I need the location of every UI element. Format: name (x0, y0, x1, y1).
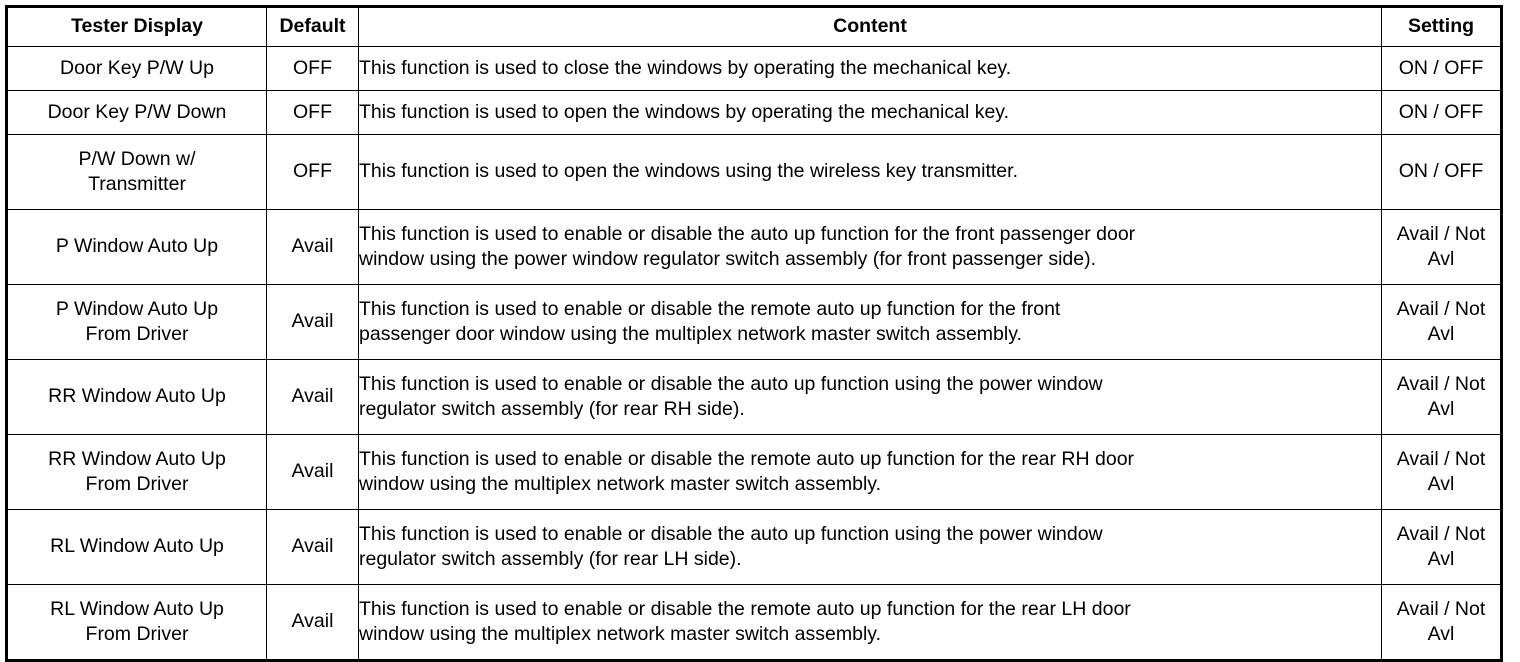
setting-line-2: Avl (1427, 248, 1455, 270)
display-line-1: RL Window Auto Up (50, 597, 224, 620)
cell-tester-display: P Window Auto Up From Driver (5, 284, 267, 360)
setting-line-1: Avail / Not (1396, 297, 1486, 320)
display-line-2: Transmitter (88, 173, 186, 195)
setting-line-2: Avl (1427, 623, 1455, 645)
cell-content: This function is used to enable or disab… (358, 434, 1382, 510)
cell-tester-display: P/W Down w/ Transmitter (5, 134, 267, 210)
content-line-2: window using the multiplex network maste… (359, 623, 882, 645)
setting-line-1: Avail / Not (1396, 222, 1486, 245)
parameter-settings-table: Tester Display Default Content Setting D… (5, 5, 1503, 662)
display-line-1: P Window Auto Up (55, 297, 219, 320)
table-row: P/W Down w/ Transmitter OFF This functio… (5, 134, 1503, 210)
content-line-2: regulator switch assembly (for rear RH s… (359, 398, 745, 420)
cell-setting: Avail / Not Avl (1381, 434, 1503, 510)
cell-setting: ON / OFF (1381, 90, 1503, 135)
table-row: Door Key P/W Down OFF This function is u… (5, 90, 1503, 135)
cell-content: This function is used to enable or disab… (358, 584, 1382, 662)
content-line-2: passenger door window using the multiple… (359, 323, 1022, 345)
column-header-content: Content (358, 5, 1382, 47)
table-row: RL Window Auto Up Avail This function is… (5, 509, 1503, 585)
setting-line-1: ON / OFF (1398, 56, 1484, 79)
table-row: RR Window Auto Up Avail This function is… (5, 359, 1503, 435)
column-header-setting: Setting (1381, 5, 1503, 47)
table-row: Door Key P/W Up OFF This function is use… (5, 46, 1503, 91)
cell-tester-display: Door Key P/W Up (5, 46, 267, 91)
table-row: RR Window Auto Up From Driver Avail This… (5, 434, 1503, 510)
display-line-1: P Window Auto Up (55, 235, 219, 258)
setting-line-1: Avail / Not (1396, 597, 1486, 620)
content-line-2: window using the multiplex network maste… (359, 473, 882, 495)
display-line-1: Door Key P/W Down (47, 100, 227, 123)
column-header-tester-display: Tester Display (5, 5, 267, 47)
display-line-1: Door Key P/W Up (60, 56, 214, 79)
cell-setting: ON / OFF (1381, 46, 1503, 91)
header-row: Tester Display Default Content Setting (5, 5, 1503, 47)
cell-setting: ON / OFF (1381, 134, 1503, 210)
cell-setting: Avail / Not Avl (1381, 284, 1503, 360)
content-line-1: This function is used to enable or disab… (359, 222, 1136, 245)
cell-content: This function is used to open the window… (358, 90, 1382, 135)
cell-setting: Avail / Not Avl (1381, 209, 1503, 285)
setting-line-2: Avl (1427, 323, 1455, 345)
cell-setting: Avail / Not Avl (1381, 359, 1503, 435)
cell-content: This function is used to close the windo… (358, 46, 1382, 91)
cell-default: Avail (266, 359, 359, 435)
setting-line-1: Avail / Not (1396, 372, 1486, 395)
cell-tester-display: P Window Auto Up (5, 209, 267, 285)
cell-tester-display: RR Window Auto Up From Driver (5, 434, 267, 510)
content-line-1: This function is used to enable or disab… (359, 447, 1135, 470)
content-line-1: This function is used to enable or disab… (359, 522, 1103, 545)
content-line-1: This function is used to enable or disab… (359, 297, 1061, 320)
cell-default: Avail (266, 284, 359, 360)
table-row: P Window Auto Up Avail This function is … (5, 209, 1503, 285)
content-line-2: regulator switch assembly (for rear LH s… (359, 548, 742, 570)
table-row: P Window Auto Up From Driver Avail This … (5, 284, 1503, 360)
display-line-2: From Driver (85, 323, 189, 345)
cell-content: This function is used to enable or disab… (358, 359, 1382, 435)
cell-content: This function is used to enable or disab… (358, 509, 1382, 585)
setting-line-2: Avl (1427, 398, 1455, 420)
setting-line-1: Avail / Not (1396, 522, 1486, 545)
spec-table-page: Tester Display Default Content Setting D… (5, 5, 1503, 662)
setting-line-1: Avail / Not (1396, 447, 1486, 470)
cell-default: Avail (266, 584, 359, 662)
cell-default: Avail (266, 434, 359, 510)
display-line-1: RL Window Auto Up (50, 535, 224, 558)
content-line-2: window using the power window regulator … (359, 248, 1097, 270)
cell-tester-display: RL Window Auto Up (5, 509, 267, 585)
cell-content: This function is used to open the window… (358, 134, 1382, 210)
cell-setting: Avail / Not Avl (1381, 584, 1503, 662)
setting-line-1: ON / OFF (1398, 160, 1484, 183)
setting-line-1: ON / OFF (1398, 100, 1484, 123)
cell-tester-display: RL Window Auto Up From Driver (5, 584, 267, 662)
content-line-1: This function is used to close the windo… (359, 56, 1012, 79)
cell-default: OFF (266, 90, 359, 135)
display-line-1: RR Window Auto Up (48, 447, 226, 470)
table-header: Tester Display Default Content Setting (5, 5, 1503, 47)
cell-default: OFF (266, 46, 359, 91)
cell-default: Avail (266, 509, 359, 585)
content-line-1: This function is used to open the window… (359, 160, 1018, 183)
content-line-1: This function is used to open the window… (359, 100, 1010, 123)
cell-tester-display: Door Key P/W Down (5, 90, 267, 135)
cell-tester-display: RR Window Auto Up (5, 359, 267, 435)
setting-line-2: Avl (1427, 473, 1455, 495)
cell-default: OFF (266, 134, 359, 210)
table-row: RL Window Auto Up From Driver Avail This… (5, 584, 1503, 662)
cell-content: This function is used to enable or disab… (358, 284, 1382, 360)
display-line-1: P/W Down w/ (78, 147, 196, 170)
display-line-1: RR Window Auto Up (48, 385, 226, 408)
setting-line-2: Avl (1427, 548, 1455, 570)
cell-default: Avail (266, 209, 359, 285)
table-body: Door Key P/W Up OFF This function is use… (5, 46, 1503, 662)
display-line-2: From Driver (85, 473, 189, 495)
cell-setting: Avail / Not Avl (1381, 509, 1503, 585)
content-line-1: This function is used to enable or disab… (359, 372, 1103, 395)
display-line-2: From Driver (85, 623, 189, 645)
column-header-default: Default (266, 5, 359, 47)
cell-content: This function is used to enable or disab… (358, 209, 1382, 285)
content-line-1: This function is used to enable or disab… (359, 597, 1131, 620)
